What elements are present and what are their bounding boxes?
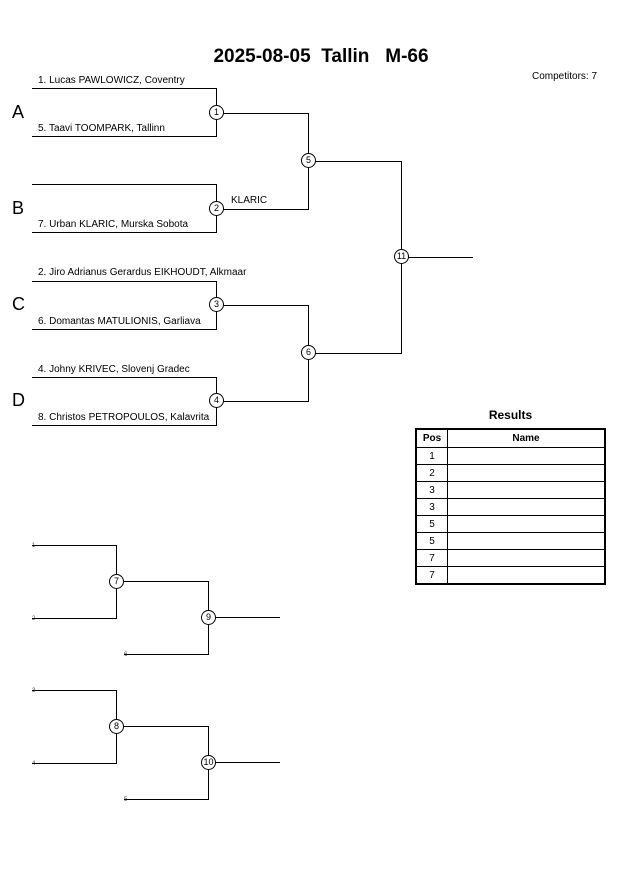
match-node-9: 9 — [201, 610, 216, 625]
bracket-line — [32, 425, 217, 426]
results-pos: 3 — [415, 481, 448, 499]
entry-seed-5: 5. Taavi TOOMPARK, Tallinn — [38, 123, 165, 134]
repechage-seed: 2 — [32, 616, 36, 622]
match-node-4: 4 — [209, 393, 224, 408]
bracket-line — [32, 545, 117, 546]
results-row: 7 — [415, 549, 606, 567]
results-row: 7 — [415, 566, 606, 585]
results-header-row: Pos Name — [415, 428, 606, 448]
match-node-5: 5 — [301, 153, 316, 168]
results-name — [447, 515, 606, 533]
results-row: 3 — [415, 481, 606, 499]
bracket-line — [32, 232, 217, 233]
entry-seed-2: 2. Jiro Adrianus Gerardus EIKHOUDT, Alkm… — [38, 267, 247, 278]
bracket-line — [217, 209, 309, 210]
bracket-line — [124, 654, 209, 655]
bracket-line — [32, 377, 217, 378]
bracket-line — [117, 581, 209, 582]
match-node-1: 1 — [209, 105, 224, 120]
match-node-8: 8 — [109, 719, 124, 734]
bracket-line — [32, 763, 117, 764]
repechage-seed: 4 — [32, 761, 36, 767]
repechage-seed: 5 — [124, 797, 128, 803]
repechage-seed: 6 — [124, 652, 128, 658]
results-pos: 7 — [415, 549, 448, 567]
page-title: 2025-08-05 Tallin M-66 — [213, 46, 429, 67]
results-row: 5 — [415, 515, 606, 533]
results-name — [447, 498, 606, 516]
bracket-line — [217, 305, 309, 306]
repechage-seed: 3 — [32, 688, 36, 694]
name-column-header: Name — [447, 428, 606, 448]
bracket-line — [32, 281, 217, 282]
results-name — [447, 532, 606, 550]
bracket-line — [309, 353, 402, 354]
results-name — [447, 447, 606, 465]
match-node-6: 6 — [301, 345, 316, 360]
results-name — [447, 549, 606, 567]
pool-letter-b: B — [12, 198, 25, 218]
pool-letter-a: A — [12, 102, 25, 122]
results-pos: 5 — [415, 532, 448, 550]
results-pos: 2 — [415, 464, 448, 482]
match-node-7: 7 — [109, 574, 124, 589]
entry-seed-7: 7. Urban KLARIC, Murska Sobota — [38, 219, 189, 230]
results-row: 1 — [415, 447, 606, 465]
bracket-line — [32, 618, 117, 619]
results-table: Pos Name 1 2 3 3 5 5 7 7 — [415, 428, 606, 585]
bracket-line — [124, 799, 209, 800]
bracket-line — [117, 726, 209, 727]
results-pos: 5 — [415, 515, 448, 533]
competitors-count: Competitors: 7 — [532, 71, 598, 82]
entry-seed-4: 4. Johny KRIVEC, Slovenj Gradec — [38, 364, 190, 375]
bracket-line — [402, 257, 473, 258]
entry-seed-8: 8. Christos PETROPOULOS, Kalavrita — [38, 412, 210, 423]
bracket-line — [309, 161, 402, 162]
entry-seed-1: 1. Lucas PAWLOWICZ, Coventry — [38, 75, 185, 86]
results-pos: 3 — [415, 498, 448, 516]
bracket-line — [32, 88, 217, 89]
results-name — [447, 481, 606, 499]
match-node-3: 3 — [209, 297, 224, 312]
pool-letter-c: C — [12, 294, 25, 314]
results-name — [447, 566, 606, 585]
pos-column-header: Pos — [415, 428, 448, 448]
entry-seed-6: 6. Domantas MATULIONIS, Garliava — [38, 316, 201, 327]
bracket-line — [32, 329, 217, 330]
match-node-2: 2 — [209, 201, 224, 216]
pool-letter-d: D — [12, 390, 25, 410]
results-title: Results — [488, 408, 533, 422]
bracket-line — [209, 617, 280, 618]
bracket-line — [32, 690, 117, 691]
results-row: 2 — [415, 464, 606, 482]
bracket-line — [209, 762, 280, 763]
bracket-line — [32, 184, 217, 185]
results-pos: 7 — [415, 566, 448, 585]
results-row: 3 — [415, 498, 606, 516]
results-name — [447, 464, 606, 482]
bracket-line — [32, 136, 217, 137]
bracket-line — [217, 113, 309, 114]
repechage-seed: 1 — [32, 543, 36, 549]
match-node-10: 10 — [201, 755, 216, 770]
results-row: 5 — [415, 532, 606, 550]
results-pos: 1 — [415, 447, 448, 465]
match-node-11: 11 — [394, 249, 409, 264]
bracket-line — [217, 401, 309, 402]
match-2-winner: KLARIC — [231, 195, 268, 206]
